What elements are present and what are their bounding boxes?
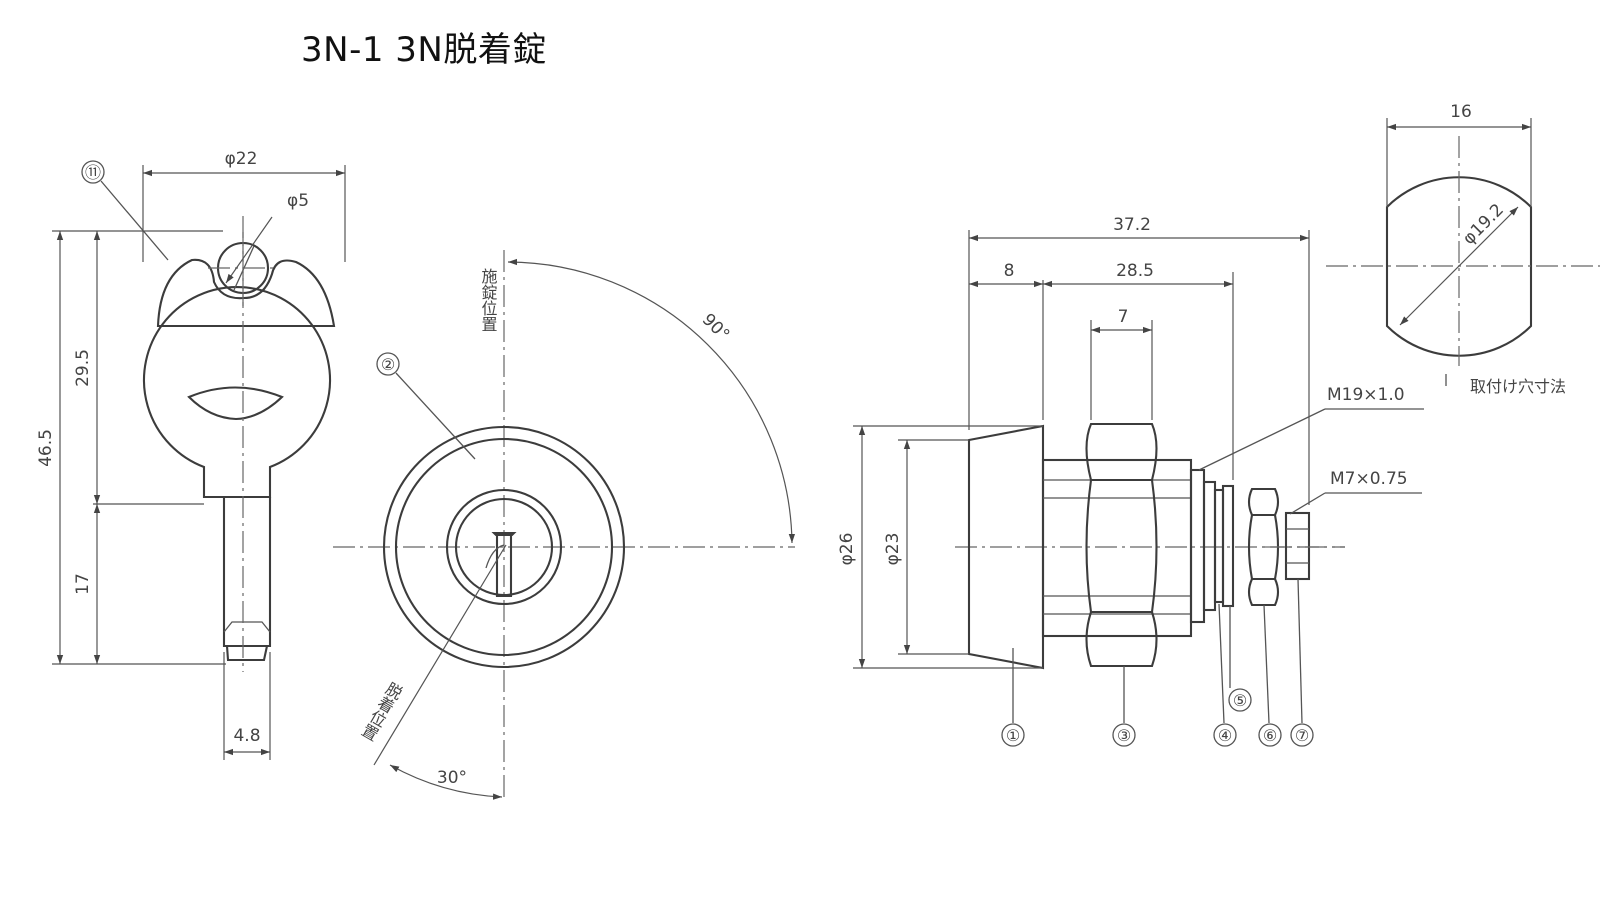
dim-flange-length: 8 [1004,261,1015,281]
front-view: ② 施錠位置 90° 脱着位置 30° [333,250,796,800]
page-title: 3N-1 3N脱着錠 [301,30,547,70]
dim-nut-width: 7 [1118,307,1129,327]
side-view: 37.2 8 28.5 7 φ26 φ23 M19×1.0 M7×0.75 ① … [837,215,1424,747]
dim-blade-length: 17 [73,573,93,595]
detach-angle: 30° [437,768,467,788]
dim-overall-length: 37.2 [1113,215,1151,235]
unlock-position-label: 脱着位置 [357,678,405,743]
front-part-number: ② [381,355,395,374]
hole-width: 16 [1450,102,1472,122]
dim-blade-width: 4.8 [233,726,260,746]
dim-hole-diameter: φ5 [287,191,309,211]
dim-body-length: 28.5 [1116,261,1154,281]
dim-flange-diameter: φ26 [837,533,857,566]
thread-end: M7×0.75 [1330,469,1408,489]
part-number-7: ⑦ [1295,726,1309,745]
part-number-4: ④ [1218,726,1232,745]
lock-position-label: 施錠位置 [479,268,498,332]
dim-head-diameter: φ22 [225,149,258,169]
dim-body-diameter: φ23 [883,533,903,566]
mounting-hole-label: 取付け穴寸法 [1470,377,1566,396]
mounting-hole-view: 16 φ19.2 取付け穴寸法 [1326,102,1600,396]
part-number-3: ③ [1117,726,1131,745]
dim-total-length: 46.5 [36,429,56,467]
thread-main: M19×1.0 [1327,385,1405,405]
part-number-1: ① [1006,726,1020,745]
part-number-6: ⑥ [1263,726,1277,745]
part-number-5: ⑤ [1233,691,1247,710]
key-part-number: ⑪ [85,163,101,182]
key-view: φ22 φ5 ⑪ 46.5 29.5 17 4.8 [36,149,346,760]
dim-head-length: 29.5 [73,349,93,387]
